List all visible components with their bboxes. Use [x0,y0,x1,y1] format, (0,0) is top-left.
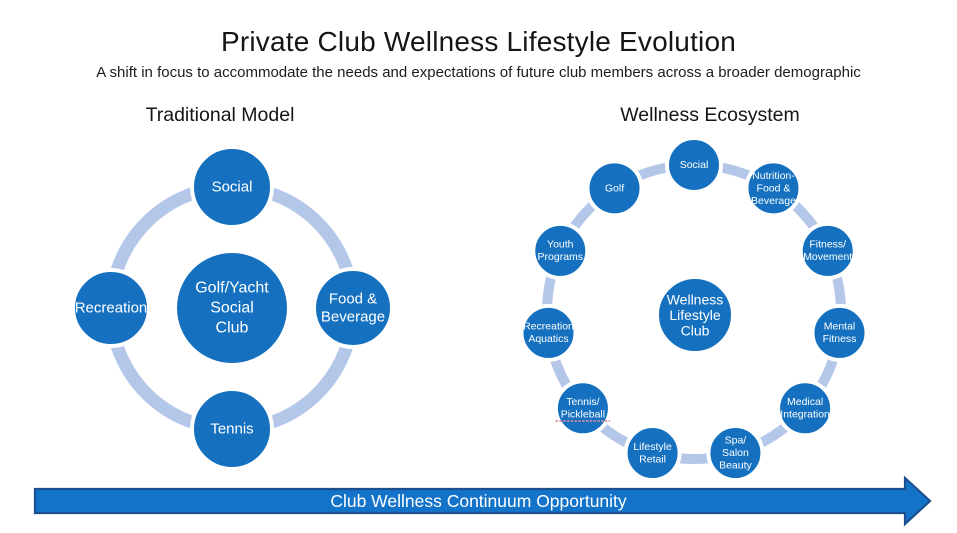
traditional-node-tennis: Tennis [190,387,274,471]
traditional-node-food-beverage-label: Food &Beverage [321,291,385,326]
ecosystem-node-nutrition-food-beverage: Nutrition-Food &Beverage [744,159,803,218]
ecosystem-node-nutrition-food-beverage-label: Nutrition-Food &Beverage [751,170,796,207]
ecosystem-node-fitness-movement-label: Fitness/Movement [803,239,852,264]
continuum-arrow [33,475,932,527]
page-subtitle: A shift in focus to accommodate the need… [96,64,861,81]
traditional-node-recreation-label: Recreation [75,300,148,317]
traditional-node-tennis-label: Tennis [210,421,253,438]
traditional-node-food-beverage: Food &Beverage [312,267,394,349]
ecosystem-node-fitness-movement: Fitness/Movement [798,221,857,280]
ecosystem-node-golf-label: Golf [605,182,624,194]
wellness-ecosystem-heading: Wellness Ecosystem [620,104,800,126]
traditional-model-heading: Traditional Model [145,104,295,126]
page-title: Private Club Wellness Lifestyle Evolutio… [220,26,737,57]
continuum-arrow-label: Club Wellness Continuum Opportunity [330,491,627,511]
traditional-node-recreation: Recreation [71,268,151,348]
ecosystem-node-social-label: Social [680,159,709,171]
ecosystem-node-golf: Golf [585,159,644,218]
traditional-node-social: Social [190,145,274,229]
ecosystem-node-social: Social [665,136,723,194]
ecosystem-node-tennis-pickleball: Tennis/Pickleball [553,379,612,438]
ecosystem-node-tennis-pickleball-label: Tennis/Pickleball [561,396,605,421]
traditional-node-social-label: Social [212,179,253,196]
